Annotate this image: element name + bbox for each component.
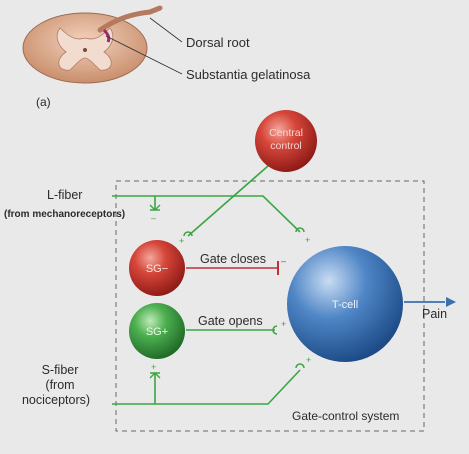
panel-label: (a) [36, 95, 51, 109]
sg-minus-input-knob [149, 204, 161, 211]
l-fiber-note: (from mechanoreceptors) [4, 209, 125, 220]
s-fiber-to-tcell-synapse [295, 363, 305, 369]
central-control-label-line2: control [270, 140, 302, 152]
l-fiber-line [112, 195, 301, 233]
synapse-knobs [149, 204, 161, 379]
dorsal-root-leader [149, 17, 183, 43]
s-fiber-label-line1: S-fiber [42, 363, 79, 377]
substantia-leader [105, 35, 183, 75]
l-fiber-to-tcell-synapse [295, 227, 305, 233]
plus-sign-central-sg: + [179, 236, 184, 246]
s-fiber-label-line3: nociceptors) [22, 393, 90, 407]
minus-sign-sg-minus-input: – [151, 213, 156, 223]
inhibitory-connection [186, 261, 279, 275]
output-arrow-head [446, 297, 456, 307]
gate-opens-label: Gate opens [198, 314, 263, 328]
dorsal-root-nerve [97, 5, 163, 33]
s-fiber-line [112, 369, 301, 405]
spinal-cord-section [22, 5, 183, 84]
central-canal [83, 48, 87, 52]
gate-control-system-label: Gate-control system [292, 409, 399, 423]
synapse-signs: + + + – + + [151, 213, 311, 372]
central-control-node [255, 110, 317, 172]
sg-plus-label: SG+ [146, 326, 168, 338]
plus-sign-sg-plus-input: + [151, 362, 156, 372]
minus-sign-gate-closes: – [281, 256, 286, 266]
sg-plus-input-knob [149, 372, 161, 379]
plus-sign-l-fiber-tcell: + [305, 235, 310, 245]
substantia-label: Substantia gelatinosa [186, 67, 311, 82]
plus-sign-s-fiber-tcell: + [306, 355, 311, 365]
dorsal-root-label: Dorsal root [186, 35, 250, 50]
t-cell-label: T-cell [332, 299, 358, 311]
s-fiber-label-line2: (from [45, 378, 74, 392]
substantia-gelatinosa-region [102, 28, 111, 43]
t-cell-node [287, 246, 403, 362]
fiber-paths [112, 165, 305, 405]
central-control-label-line1: Central [269, 127, 303, 139]
gate-control-boundary [115, 180, 425, 432]
central-synapse-sg-minus [183, 231, 193, 237]
sg-minus-node [129, 240, 185, 296]
sg-plus-node [129, 303, 185, 359]
pain-label: Pain [422, 307, 447, 321]
output-arrow [404, 297, 456, 307]
l-fiber-label: L-fiber [47, 188, 82, 202]
central-control-descending [187, 165, 269, 237]
gate-closes-label: Gate closes [200, 252, 266, 266]
plus-sign-gate-opens: + [281, 319, 286, 329]
gate-opens-synapse [272, 325, 278, 335]
sg-minus-label: SG− [146, 263, 168, 275]
